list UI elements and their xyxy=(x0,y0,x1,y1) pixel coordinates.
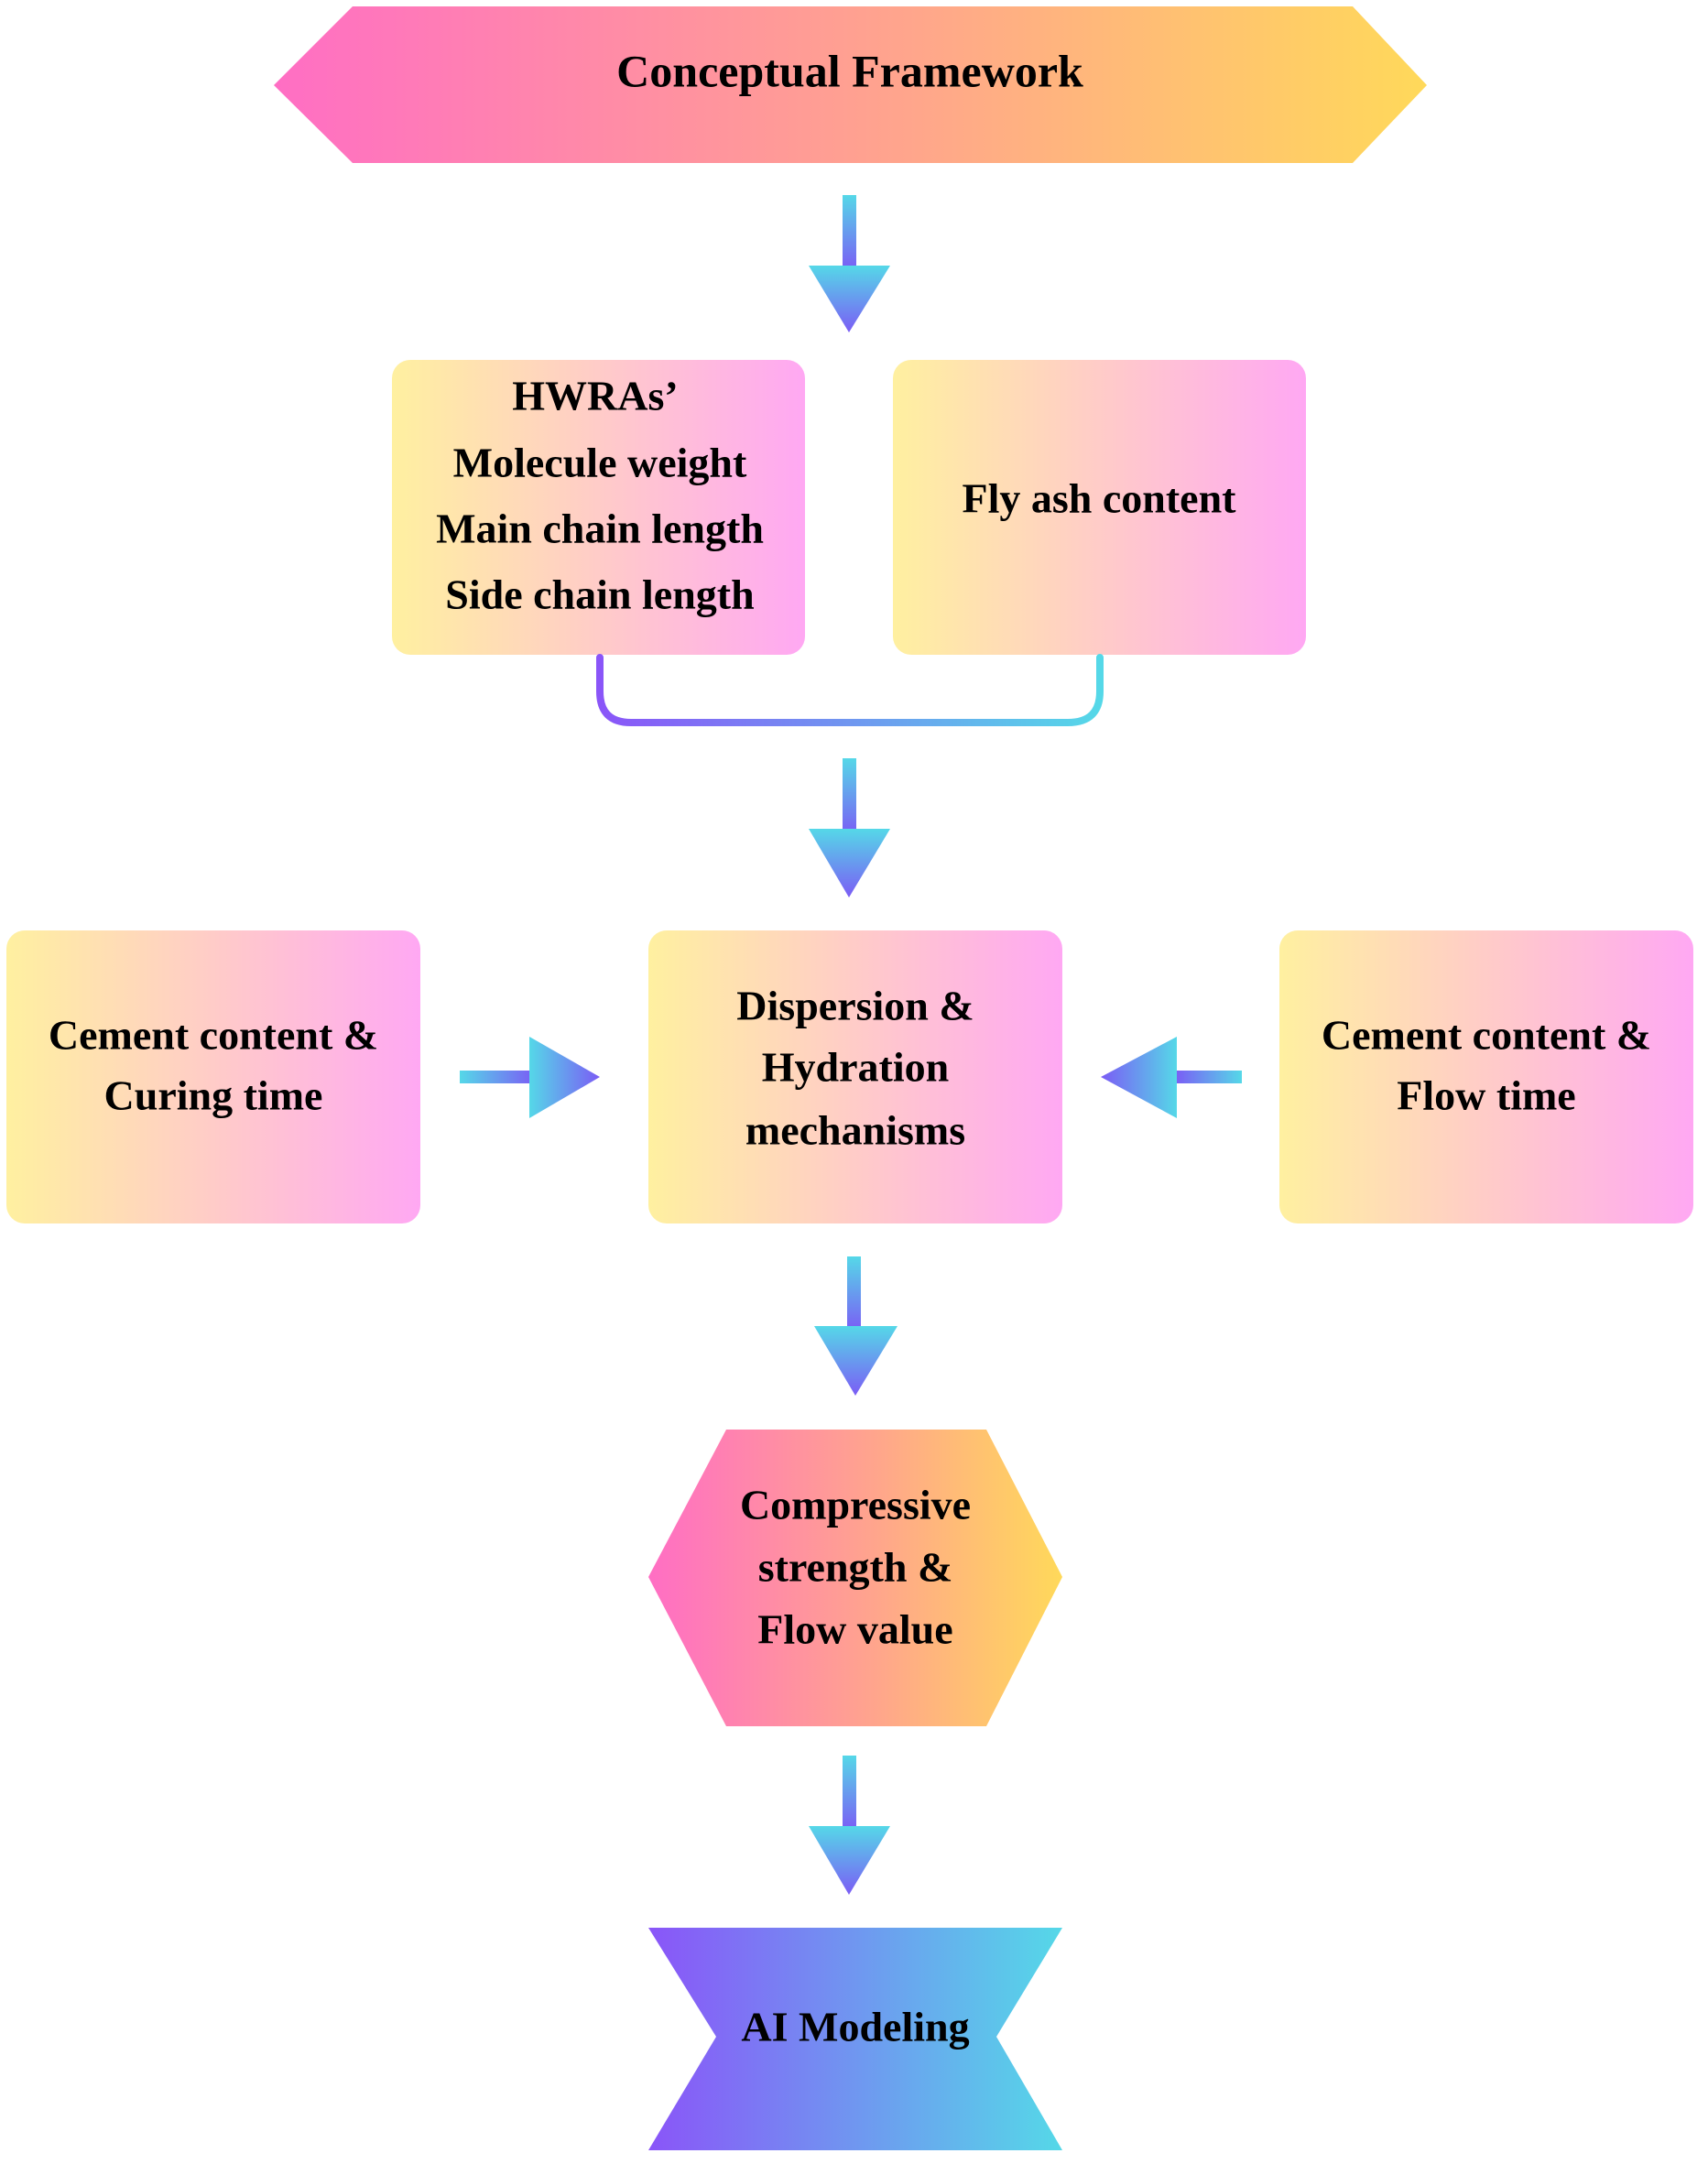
arrow-down-2 xyxy=(809,758,890,897)
hwras-line-1: HWRAs’ xyxy=(512,373,678,419)
cement-curing-line-1: Cement content & xyxy=(49,1012,378,1059)
title-banner: Conceptual Framework xyxy=(274,6,1427,163)
dispersion-line-1: Dispersion & xyxy=(736,983,974,1029)
dispersion-line-2: Hydration xyxy=(762,1044,949,1091)
ai-modeling-shape: AI Modeling xyxy=(648,1928,1062,2150)
cement-flow-line-2: Flow time xyxy=(1397,1072,1575,1119)
title-text: Conceptual Framework xyxy=(616,45,1083,96)
dispersion-line-3: mechanisms xyxy=(745,1107,965,1154)
cement-flow-line-1: Cement content & xyxy=(1322,1012,1651,1059)
hwras-line-2: Molecule weight xyxy=(453,440,747,486)
dispersion-hydration-box: Dispersion & Hydration mechanisms xyxy=(648,930,1062,1223)
output-line-3: Flow value xyxy=(757,1606,952,1653)
hwras-line-4: Side chain length xyxy=(445,571,754,618)
ai-modeling-text: AI Modeling xyxy=(741,2004,969,2050)
output-line-1: Compressive xyxy=(740,1482,971,1528)
cement-curing-line-2: Curing time xyxy=(104,1072,323,1119)
output-line-2: strength & xyxy=(758,1544,953,1591)
fly-ash-text: Fly ash content xyxy=(963,475,1237,522)
fly-ash-box: Fly ash content xyxy=(893,360,1306,655)
hwras-line-3: Main chain length xyxy=(436,506,764,552)
arrow-down-1 xyxy=(809,195,890,332)
arrow-down-3 xyxy=(814,1256,898,1396)
hwras-properties-box: HWRAs’ Molecule weight Main chain length… xyxy=(392,360,805,655)
cement-curing-box: Cement content & Curing time xyxy=(6,930,420,1223)
arrow-down-4 xyxy=(809,1756,890,1895)
merge-connector xyxy=(596,654,1104,726)
arrow-left xyxy=(1101,1037,1242,1118)
cement-flow-box: Cement content & Flow time xyxy=(1279,930,1693,1223)
arrow-right xyxy=(460,1037,600,1118)
compressive-strength-hexagon: Compressive strength & Flow value xyxy=(648,1430,1062,1726)
